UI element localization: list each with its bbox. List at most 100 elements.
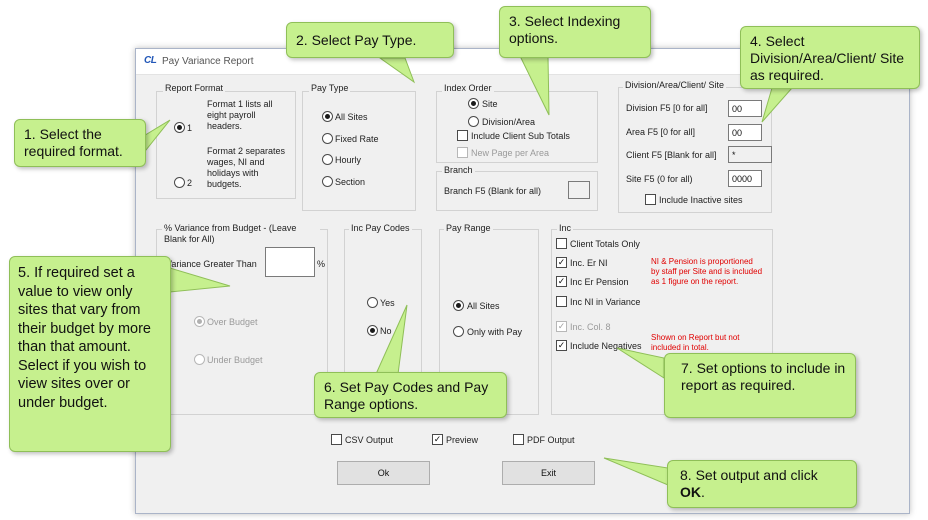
over-budget-radio[interactable] — [194, 316, 205, 327]
index-site-radio[interactable] — [468, 98, 479, 109]
exit-button[interactable]: Exit — [502, 461, 595, 485]
callout-3: 3. Select Indexing options. — [499, 6, 651, 58]
variance-input[interactable] — [265, 247, 315, 277]
index-order-group — [436, 91, 598, 163]
client-input[interactable]: * — [728, 146, 772, 163]
include-negatives-checkbox[interactable]: ✓ — [556, 340, 567, 351]
new-page-per-area-checkbox[interactable] — [457, 147, 468, 158]
pay-range-only-with-pay-label: Only with Pay — [467, 327, 523, 337]
index-division-radio[interactable] — [468, 116, 479, 127]
client-totals-only-checkbox[interactable] — [556, 238, 567, 249]
callout-1: 1. Select the required format. — [14, 119, 146, 167]
callout-7-pointer — [616, 347, 665, 379]
site-field-label: Site F5 (0 for all) — [626, 174, 693, 184]
format-1-radio[interactable] — [174, 122, 185, 133]
pay-type-fixed-rate-radio[interactable] — [322, 133, 333, 144]
pay-type-section-radio[interactable] — [322, 176, 333, 187]
callout-2: 2. Select Pay Type. — [286, 22, 454, 58]
preview-label: Preview — [446, 435, 479, 445]
format-2-label: 2 — [187, 178, 193, 188]
callout-8-pointer — [603, 457, 669, 486]
pay-type-hourly-label: Hourly — [335, 155, 362, 165]
inc-ni-in-variance-checkbox[interactable] — [556, 296, 567, 307]
callout-1-pointer — [141, 119, 171, 157]
callout-3-pointer — [519, 55, 550, 116]
ok-button[interactable]: Ok — [337, 461, 430, 485]
format-2-radio[interactable] — [174, 177, 185, 188]
inc-er-pension-checkbox[interactable]: ✓ — [556, 276, 567, 287]
pay-codes-no-label: No — [380, 326, 392, 336]
callout-4: 4. Select Division/Area/Client/ Site as … — [740, 26, 920, 89]
callout-2-pointer — [378, 57, 416, 84]
branch-input[interactable] — [568, 181, 590, 199]
pay-codes-no-radio[interactable] — [367, 325, 378, 336]
include-client-sub-totals-checkbox[interactable] — [457, 130, 468, 141]
callout-8-bold-ok: OK — [680, 484, 701, 500]
division-input[interactable]: 00 — [728, 100, 762, 117]
pdf-output-checkbox[interactable] — [513, 434, 524, 445]
pay-range-label: Pay Range — [444, 223, 493, 233]
csv-output-label: CSV Output — [345, 435, 394, 445]
inc-ni-in-variance-label: Inc NI in Variance — [570, 297, 641, 307]
pdf-output-label: PDF Output — [527, 435, 575, 445]
pay-type-all-sites-radio[interactable] — [322, 111, 333, 122]
report-format-label: Report Format — [163, 83, 226, 93]
inc-er-ni-checkbox[interactable]: ✓ — [556, 257, 567, 268]
preview-checkbox[interactable]: ✓ — [432, 434, 443, 445]
percent-sign: % — [317, 259, 326, 269]
pay-type-hourly-radio[interactable] — [322, 154, 333, 165]
pay-range-all-sites-radio[interactable] — [453, 300, 464, 311]
pay-codes-yes-radio[interactable] — [367, 297, 378, 308]
shown-on-report-note: Shown on Report but not included in tota… — [651, 333, 740, 352]
division-area-label: Division/Area/Client/ Site — [623, 80, 727, 90]
inc-er-pension-label: Inc Er Pension — [570, 277, 629, 287]
include-inactive-sites-label: Include Inactive sites — [659, 195, 743, 205]
new-page-per-area-label: New Page per Area — [471, 148, 550, 158]
site-input[interactable]: 0000 — [728, 170, 762, 187]
callout-5-pointer — [169, 267, 231, 293]
callout-5: 5. If required set a value to view only … — [9, 256, 171, 452]
format-2-description: Format 2 separates wages, NI and holiday… — [207, 146, 286, 189]
area-field-label: Area F5 [0 for all] — [626, 127, 696, 137]
pay-type-all-sites-label: All Sites — [335, 112, 368, 122]
client-field-label: Client F5 [Blank for all] — [626, 150, 717, 160]
pay-type-label: Pay Type — [309, 83, 351, 93]
pay-type-fixed-rate-label: Fixed Rate — [335, 134, 379, 144]
division-field-label: Division F5 [0 for all] — [626, 103, 708, 113]
pay-range-all-sites-label: All Sites — [467, 301, 500, 311]
csv-output-checkbox[interactable] — [331, 434, 342, 445]
branch-field-label: Branch F5 (Blank for all) — [444, 186, 542, 196]
window-title: Pay Variance Report — [162, 56, 254, 67]
callout-4-pointer — [761, 87, 794, 123]
inc-col-8-checkbox[interactable]: ✓ — [556, 321, 567, 332]
callout-8-suffix: . — [701, 484, 705, 500]
index-order-label: Index Order — [442, 83, 494, 93]
format-1-label: 1 — [187, 123, 193, 133]
index-site-label: Site — [482, 99, 498, 109]
callout-8: 8. Set output and click OK. — [667, 460, 857, 508]
ni-pension-note: NI & Pension is proportioned by staff pe… — [651, 257, 763, 286]
pay-range-only-with-pay-radio[interactable] — [453, 326, 464, 337]
inc-label: Inc — [557, 223, 574, 233]
index-division-label: Division/Area — [482, 117, 536, 127]
under-budget-label: Under Budget — [207, 355, 263, 365]
area-input[interactable]: 00 — [728, 124, 762, 141]
under-budget-radio[interactable] — [194, 354, 205, 365]
inc-er-ni-label: Inc. Er NI — [570, 258, 608, 268]
inc-col-8-label: Inc. Col. 8 — [570, 322, 611, 332]
branch-group — [436, 171, 598, 211]
inc-group — [551, 229, 773, 415]
over-budget-label: Over Budget — [207, 317, 258, 327]
include-inactive-sites-checkbox[interactable] — [645, 194, 656, 205]
callout-7: 7. Set options to include in report as r… — [664, 353, 856, 418]
include-client-sub-totals-label: Include Client Sub Totals — [471, 131, 570, 141]
variance-label: % Variance from Budget - (Leave Blank fo… — [162, 223, 320, 245]
client-totals-only-label: Client Totals Only — [570, 239, 640, 249]
inc-pay-codes-label: Inc Pay Codes — [349, 223, 412, 233]
pay-type-section-label: Section — [335, 177, 366, 187]
pay-variance-report-dialog: CL Pay Variance Report Report Format 1 F… — [135, 48, 910, 514]
callout-6: 6. Set Pay Codes and Pay Range options. — [314, 372, 507, 418]
callout-6-pointer — [375, 304, 408, 375]
format-1-description: Format 1 lists all eight payroll headers… — [207, 99, 273, 131]
report-format-group — [156, 91, 296, 199]
